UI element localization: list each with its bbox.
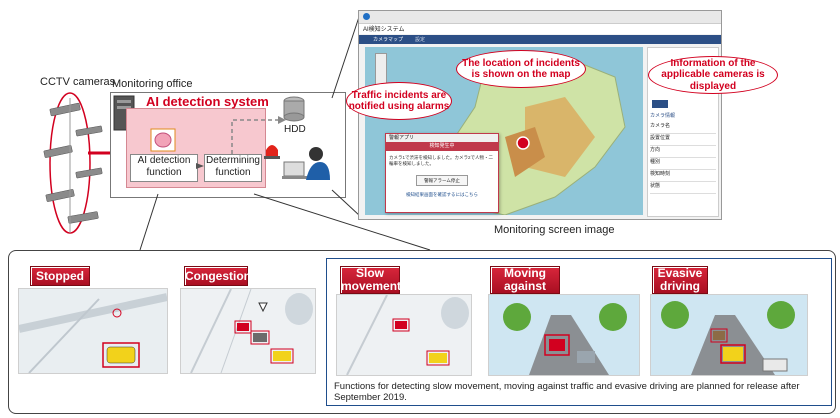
- planned-functions-frame: [326, 258, 832, 406]
- app-header: AI検知システム: [359, 24, 721, 34]
- ai-function-box: AI detection function: [130, 154, 198, 182]
- arrow-right: [196, 163, 204, 169]
- panel-row: カメラ名: [650, 122, 716, 134]
- stop-alarm-button[interactable]: 警報アラーム停止: [416, 175, 468, 186]
- label-moving-against-traffic: Moving against traffic: [490, 266, 560, 306]
- label-evasive-driving: Evasive driving: [652, 266, 708, 294]
- app-title: AI検知システム: [363, 27, 405, 33]
- panel-row: 方向: [650, 146, 716, 158]
- brain-icon: [150, 128, 176, 152]
- browser-bar: [359, 11, 721, 24]
- alarm-dialog: 警報アプリ 検知発生中 カメラ1で渋滞を検知しました。カメラ2で人物・二輪車を検…: [385, 133, 499, 213]
- scene-stopped: [18, 288, 168, 374]
- determining-function-box: Determining function: [204, 154, 262, 182]
- browser-icon: [363, 13, 370, 20]
- dialog-header: 検知発生中: [386, 142, 498, 151]
- zoom-lines: [139, 193, 431, 251]
- tab-settings[interactable]: 設定: [415, 37, 426, 43]
- dialog-message: カメラ1で渋滞を検知しました。カメラ2で人物・二輪車を検知しました。: [389, 155, 494, 166]
- label-stopped: Stopped: [30, 266, 90, 286]
- dashed-connector-hdd: [231, 116, 286, 154]
- scene-evasive-driving: [650, 294, 808, 376]
- panel-row: 状態: [650, 182, 716, 194]
- app-tabs: カメラマップ 設定: [359, 35, 721, 44]
- screen-caption: Monitoring screen image: [494, 224, 615, 236]
- callout-map: The location of incidents is shown on th…: [456, 50, 586, 88]
- panel-row: 検知時刻: [650, 170, 716, 182]
- operator-illustration: [264, 145, 330, 180]
- label-slow-movement: Slow movement: [340, 266, 402, 294]
- dialog-title: 警報アプリ: [386, 134, 498, 142]
- panel-row: 種別: [650, 158, 716, 170]
- ai-system-title: AI detection system: [146, 94, 269, 109]
- cctv-label: CCTV cameras: [40, 76, 116, 88]
- planned-release-note: Functions for detecting slow movement, m…: [334, 381, 800, 403]
- callout-info: Information of the applicable cameras is…: [648, 56, 778, 94]
- label-congestion: Congestion: [184, 266, 251, 286]
- hdd-icon: [283, 96, 305, 122]
- scene-moving-against-traffic: [488, 294, 640, 376]
- panel-row: 設置位置: [650, 134, 716, 146]
- panel-rows: カメラ名 設置位置 方向 種別 検知時刻 状態: [650, 122, 716, 194]
- panel-badge: [652, 100, 668, 108]
- cctv-cameras-illustration: [43, 92, 103, 234]
- hdd-label: HDD: [284, 124, 306, 135]
- tab-camera-map[interactable]: カメラマップ: [373, 37, 404, 43]
- scene-congestion: [180, 288, 316, 374]
- result-link[interactable]: 検知結果画面を確認するにはこちら: [406, 192, 478, 197]
- office-label: Monitoring office: [112, 78, 193, 90]
- scene-slow-movement: [336, 294, 472, 376]
- callout-alarm: Traffic incidents are notified using ala…: [346, 82, 452, 120]
- panel-title: カメラ情報: [650, 113, 676, 119]
- screen-connector: [331, 13, 361, 217]
